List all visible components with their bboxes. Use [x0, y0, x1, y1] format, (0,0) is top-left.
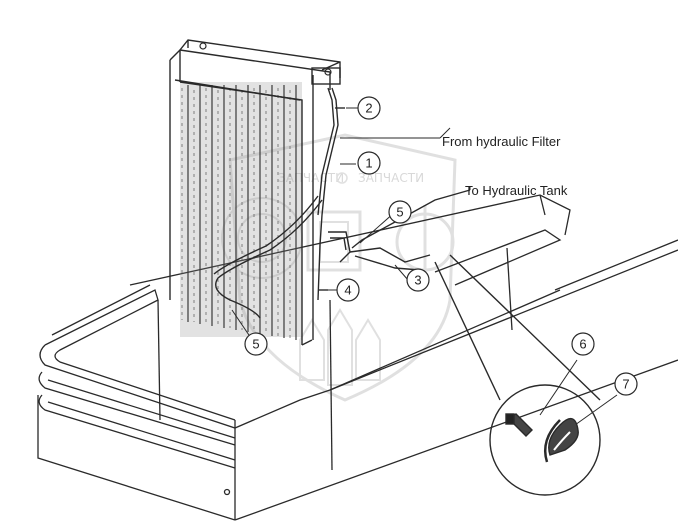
watermark-logo: ЗАПЧАСТИ ЗАПЧАСТИ [221, 133, 457, 402]
callout-5-upper: 5 [388, 200, 412, 224]
base-tank [37, 194, 678, 521]
callout-6: 6 [571, 332, 595, 356]
callout-2: 2 [357, 96, 381, 120]
svg-text:7: 7 [622, 377, 629, 392]
svg-text:5: 5 [396, 205, 403, 220]
callout-3: 3 [406, 268, 430, 292]
svg-text:3: 3 [414, 273, 421, 288]
callout-1: 1 [357, 151, 381, 175]
callout-5-lower: 5 [244, 332, 268, 356]
label-from-hydraulic-filter: From hydraulic Filter [442, 134, 561, 149]
svg-text:4: 4 [344, 283, 351, 298]
callout-7: 7 [614, 372, 638, 396]
svg-text:2: 2 [365, 101, 372, 116]
radiator-core [169, 39, 341, 346]
watermark-text-right: ЗАПЧАСТИ [358, 171, 424, 185]
watermark-text-left: ЗАПЧАСТИ [278, 171, 344, 185]
svg-text:1: 1 [365, 156, 372, 171]
hydraulic-hoses [213, 87, 471, 319]
detail-callout [434, 254, 601, 496]
label-to-hydraulic-tank: To Hydraulic Tank [465, 183, 568, 198]
svg-text:5: 5 [252, 337, 259, 352]
svg-text:6: 6 [579, 337, 586, 352]
callout-4: 4 [336, 278, 360, 302]
